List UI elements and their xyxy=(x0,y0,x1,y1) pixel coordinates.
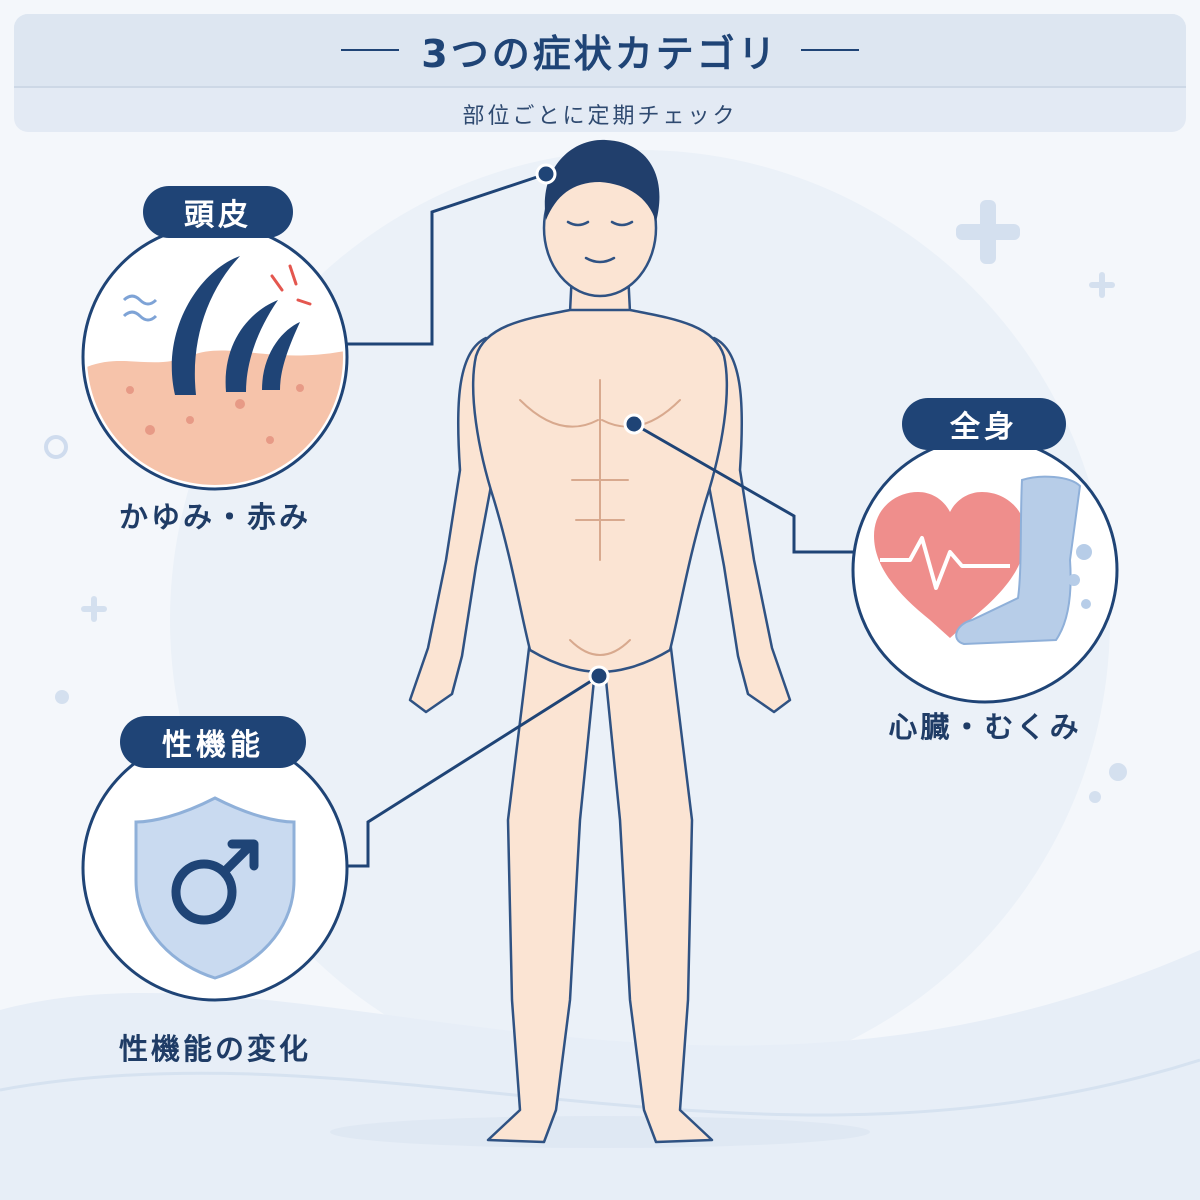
eye-left xyxy=(566,220,590,227)
marker-sexual xyxy=(588,665,610,687)
plus-icon-left xyxy=(81,596,107,622)
category-pill-body: 全身 xyxy=(902,398,1066,450)
dot-decor xyxy=(55,690,69,704)
eye-right xyxy=(610,220,634,227)
scalp-hair-icon xyxy=(87,256,343,485)
category-caption-body: 心臓・むくみ xyxy=(888,710,1082,744)
page-subtitle: 部位ごとに定期チェック xyxy=(462,104,738,129)
groin xyxy=(569,639,631,656)
title-row: 3つの症状カテゴリ xyxy=(14,28,1186,76)
category-caption-scalp: かゆみ・赤み xyxy=(118,500,311,534)
hair xyxy=(544,139,660,222)
dot-decor xyxy=(1089,791,1101,803)
leg-left xyxy=(486,638,598,1144)
chest-left xyxy=(519,399,599,428)
male-shield-icon xyxy=(134,796,296,980)
category-pill-sexual: 性機能 xyxy=(120,716,306,768)
plus-icon-small xyxy=(1089,272,1115,298)
connector-scalp xyxy=(346,172,547,346)
leg-right xyxy=(602,638,714,1144)
page-title: 3つの症状カテゴリ xyxy=(421,31,779,76)
connector-body xyxy=(633,422,856,554)
plus-icon-large xyxy=(956,200,1020,264)
abs xyxy=(571,479,629,521)
heart-leg-icon xyxy=(874,475,1092,646)
title-rule-right xyxy=(800,49,859,51)
mouth xyxy=(584,256,616,264)
floor-shadow xyxy=(330,1116,870,1148)
category-caption-sexual: 性機能の変化 xyxy=(118,1032,311,1066)
header-title-band xyxy=(14,14,1186,86)
category-pill-scalp: 頭皮 xyxy=(143,186,293,238)
title-rule-left xyxy=(341,49,400,51)
background-wave-line xyxy=(0,1058,1200,1117)
dot-decor xyxy=(1109,763,1127,781)
header-banner: 3つの症状カテゴリ 部位ごとに定期チェック xyxy=(14,14,1186,132)
connector-sexual xyxy=(348,674,600,868)
marker-scalp xyxy=(535,163,557,185)
ring-decor xyxy=(44,435,68,459)
marker-body xyxy=(623,413,645,435)
header-divider xyxy=(14,86,1186,88)
background-wave xyxy=(0,950,1200,1200)
